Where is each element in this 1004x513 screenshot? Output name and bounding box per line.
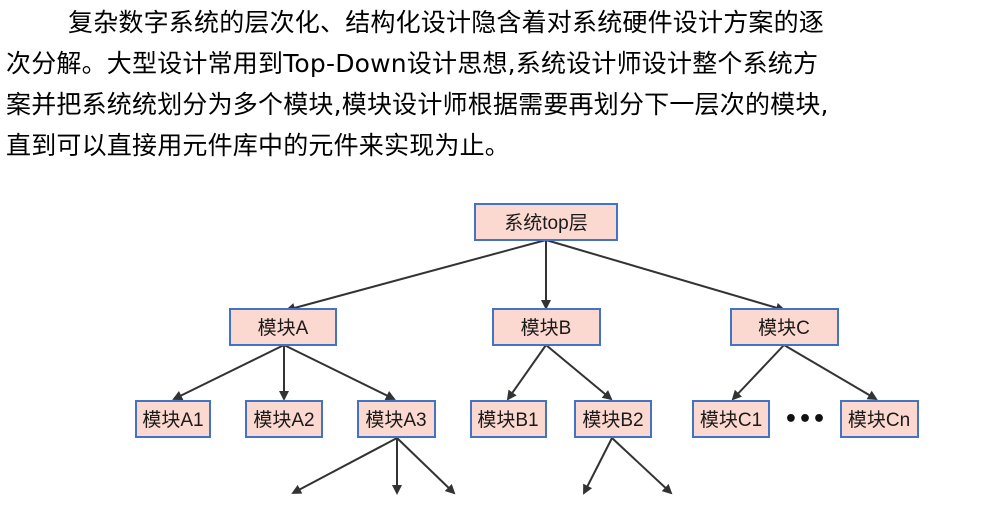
node-b1: 模块B1 — [470, 400, 547, 438]
edges-level-1 — [285, 239, 786, 313]
edge-b2-child-2 — [611, 437, 673, 495]
node-a: 模块A — [229, 308, 337, 346]
edge-c-c1 — [731, 344, 785, 401]
paragraph-line-4: 直到可以直接用元件库中的元件来实现为止。 — [6, 131, 511, 160]
edges-level-2 — [172, 344, 878, 401]
node-cn-box — [840, 400, 919, 438]
node-a2: 模块A2 — [245, 400, 323, 438]
node-a2-box — [245, 400, 323, 438]
node-c1: 模块C1 — [692, 400, 770, 438]
edge-a3-child-1 — [291, 437, 398, 494]
edge-b-b2 — [545, 344, 613, 401]
node-cn-label: 模块Cn — [848, 409, 910, 431]
node-b2-box — [574, 400, 652, 438]
node-a2-label: 模块A2 — [253, 409, 314, 431]
node-a1-label: 模块A1 — [142, 409, 203, 431]
node-cn: 模块Cn — [840, 400, 919, 438]
edge-a3-child-3 — [396, 437, 456, 495]
node-b-label: 模块B — [521, 317, 572, 339]
node-b2: 模块B2 — [574, 400, 652, 438]
edge-top-a — [285, 239, 547, 313]
node-b1-box — [470, 400, 547, 438]
node-a1-box — [135, 400, 211, 438]
ellipsis-dots: ••• — [784, 407, 826, 432]
edge-c-cn — [783, 344, 878, 401]
edge-b2-child-1 — [583, 437, 613, 495]
intro-paragraph: 复杂数字系统的层次化、结构化设计隐含着对系统硬件设计方案的逐 次分解。大型设计常… — [6, 2, 1000, 166]
node-top: 系统top层 — [474, 203, 618, 241]
node-a3: 模块A3 — [357, 400, 436, 438]
node-a3-label: 模块A3 — [365, 409, 426, 431]
edge-a-a3 — [283, 344, 396, 400]
node-c: 模块C — [730, 308, 839, 346]
node-top-label: 系统top层 — [504, 212, 587, 234]
edges-level-3 — [291, 437, 673, 495]
paragraph-line-1: 复杂数字系统的层次化、结构化设计隐含着对系统硬件设计方案的逐 — [68, 8, 825, 37]
node-c-label: 模块C — [758, 317, 810, 339]
paragraph-line-2: 次分解。大型设计常用到Top-Down设计思想,系统设计师设计整个系统方 — [6, 49, 819, 78]
edge-top-c — [545, 239, 786, 313]
node-b2-label: 模块B2 — [582, 409, 643, 431]
node-b-box — [492, 308, 601, 346]
edge-b-b1 — [506, 344, 547, 401]
node-c1-label: 模块C1 — [700, 409, 762, 431]
edge-a-a1 — [172, 344, 285, 400]
node-a3-box — [357, 400, 436, 438]
node-c-box — [730, 308, 839, 346]
node-a-box — [229, 308, 337, 346]
node-b: 模块B — [492, 308, 601, 346]
node-b1-label: 模块B1 — [477, 409, 538, 431]
node-c1-box — [692, 400, 770, 438]
node-top-box — [474, 203, 618, 241]
node-a1: 模块A1 — [135, 400, 211, 438]
paragraph-line-3: 案并把系统统划分为多个模块,模块设计师根据需要再划分下一层次的模块, — [6, 90, 829, 119]
node-a-label: 模块A — [258, 317, 309, 339]
